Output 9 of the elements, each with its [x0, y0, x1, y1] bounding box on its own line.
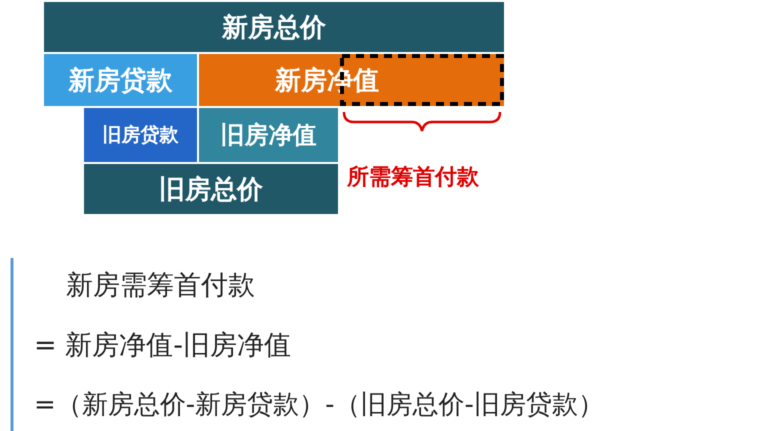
total-price-box: 新房总价	[44, 2, 504, 52]
bracket-label: 所需筹首付款	[347, 164, 479, 192]
equity-box: 旧房净值	[199, 108, 338, 162]
loan-box: 新房贷款	[44, 54, 197, 106]
total-price-box: 旧房总价	[84, 164, 338, 214]
formula-line: = 新房净值-旧房净值	[34, 329, 291, 363]
formula-line: =（新房总价-新房贷款）-（旧房总价-旧房贷款）	[34, 389, 604, 422]
loan-box: 旧房贷款	[84, 108, 197, 162]
formula-line: 新房需筹首付款	[66, 269, 255, 303]
